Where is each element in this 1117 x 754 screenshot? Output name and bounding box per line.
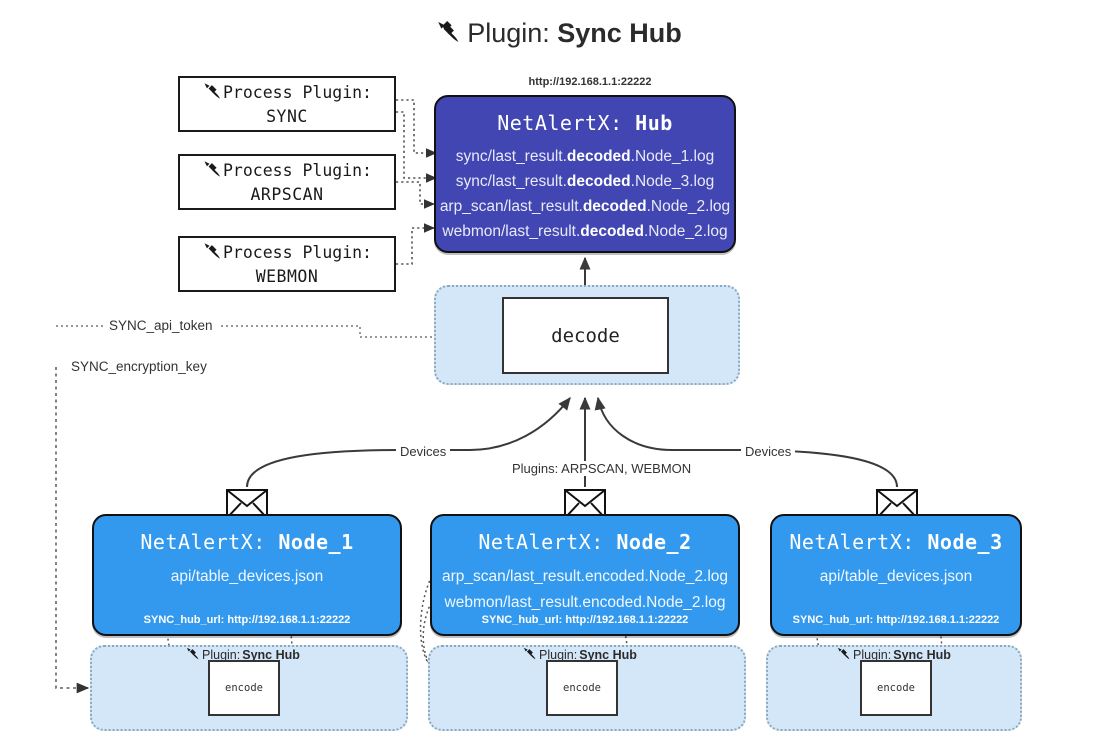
plug-icon bbox=[202, 81, 222, 107]
log-post: .Node_2.log bbox=[643, 223, 728, 240]
encoder-plugin-label-2: Plugin: Sync Hub bbox=[522, 646, 637, 664]
title-name: Sync Hub bbox=[557, 18, 682, 48]
node-hub-url: SYNC_hub_url: http://192.168.1.1:22222 bbox=[481, 614, 689, 626]
log-post: .Node_1.log bbox=[630, 148, 715, 165]
process-plugin-name: ARPSCAN bbox=[250, 184, 324, 204]
decode-box[interactable]: decode bbox=[502, 297, 669, 374]
plug-icon bbox=[185, 646, 200, 664]
hub-header: NetAlertX: Hub bbox=[436, 111, 734, 135]
plug-icon bbox=[202, 159, 222, 185]
node-file: webmon/last_result.encoded.Node_2.log bbox=[444, 594, 726, 611]
title-prefix: Plugin: bbox=[467, 18, 550, 48]
plug-icon bbox=[836, 646, 851, 664]
node-app-label: NetAlertX: bbox=[478, 530, 604, 554]
log-mid: decoded bbox=[566, 148, 631, 165]
hub-log-line: sync/last_result.decoded.Node_3.log bbox=[436, 169, 734, 194]
log-mid: decoded bbox=[580, 223, 644, 240]
envelope-icon bbox=[876, 489, 918, 519]
process-plugin-arpscan[interactable]: Process Plugin: ARPSCAN bbox=[178, 154, 396, 210]
process-plugin-sync[interactable]: Process Plugin: SYNC bbox=[178, 76, 396, 132]
wire-webmon-to-hublog4 bbox=[396, 223, 436, 265]
node-file-list: api/table_devices.json bbox=[94, 564, 400, 590]
plug-icon bbox=[202, 241, 222, 267]
encoder-name: Sync Hub bbox=[579, 648, 637, 662]
wire-node2-file1-bracket bbox=[419, 571, 435, 669]
envelope-icon bbox=[226, 489, 268, 519]
node-header: NetAlertX: Node_3 bbox=[772, 530, 1020, 554]
node-header: NetAlertX: Node_1 bbox=[94, 530, 400, 554]
encode-box-1[interactable]: encode bbox=[208, 660, 280, 716]
node-file-list: api/table_devices.json bbox=[772, 564, 1020, 590]
node-hub-url: SYNC_hub_url: http://192.168.1.1:22222 bbox=[792, 614, 1000, 626]
process-plugin-name: WEBMON bbox=[255, 266, 319, 286]
hub-node[interactable]: NetAlertX: Hub sync/last_result.decoded.… bbox=[434, 95, 736, 253]
edge-label-devices-left: Devices bbox=[396, 444, 451, 459]
node-file-list: arp_scan/last_result.encoded.Node_2.log … bbox=[432, 564, 738, 616]
plug-icon bbox=[435, 19, 461, 52]
encoder-prefix: Plugin: bbox=[539, 648, 578, 662]
log-post: .Node_2.log bbox=[646, 198, 731, 215]
encoder-container-2 bbox=[428, 645, 746, 731]
process-plugin-label: Process Plugin: bbox=[222, 161, 372, 181]
plug-icon bbox=[522, 646, 537, 664]
encoder-name: Sync Hub bbox=[893, 648, 951, 662]
node-file: api/table_devices.json bbox=[819, 568, 973, 585]
node-3[interactable]: NetAlertX: Node_3 api/table_devices.json… bbox=[770, 514, 1022, 636]
node-name: Node_1 bbox=[278, 530, 354, 554]
node-2[interactable]: NetAlertX: Node_2 arp_scan/last_result.e… bbox=[430, 514, 740, 636]
node-header: NetAlertX: Node_2 bbox=[432, 530, 738, 554]
sync-api-token-label: SYNC_api_token bbox=[104, 318, 218, 333]
log-post: .Node_3.log bbox=[630, 173, 715, 190]
log-pre: sync/last_result. bbox=[455, 148, 567, 165]
wire-node3-to-decode bbox=[594, 396, 898, 488]
envelope-icon bbox=[564, 489, 606, 519]
node-app-label: NetAlertX: bbox=[789, 530, 915, 554]
sync-encryption-key-label: SYNC_encryption_key bbox=[66, 359, 212, 374]
node-hub-url: SYNC_hub_url: http://192.168.1.1:22222 bbox=[143, 614, 351, 626]
encoder-name: Sync Hub bbox=[242, 648, 300, 662]
node-name: Node_3 bbox=[927, 530, 1003, 554]
hub-url-label: http://192.168.1.1:22222 bbox=[528, 76, 652, 88]
node-file: api/table_devices.json bbox=[170, 568, 324, 585]
encoder-prefix: Plugin: bbox=[202, 648, 241, 662]
wire-sync-to-hublog1 bbox=[396, 99, 438, 158]
encode-box-3[interactable]: encode bbox=[860, 660, 932, 716]
encoder-prefix: Plugin: bbox=[853, 648, 892, 662]
hub-log-list: sync/last_result.decoded.Node_1.log sync… bbox=[436, 144, 734, 244]
edge-label-devices-right: Devices bbox=[741, 444, 796, 459]
node-name: Node_2 bbox=[616, 530, 692, 554]
process-plugin-webmon[interactable]: Process Plugin: WEBMON bbox=[178, 236, 396, 292]
log-pre: webmon/last_result. bbox=[442, 223, 581, 240]
hub-log-line: webmon/last_result.decoded.Node_2.log bbox=[436, 219, 734, 244]
log-pre: arp_scan/last_result. bbox=[439, 198, 583, 215]
hub-log-line: arp_scan/last_result.decoded.Node_2.log bbox=[436, 194, 734, 219]
log-mid: decoded bbox=[566, 173, 631, 190]
encoder-container-1 bbox=[90, 645, 408, 731]
hub-name: Hub bbox=[635, 111, 673, 135]
encoder-plugin-label-3: Plugin: Sync Hub bbox=[836, 646, 951, 664]
log-pre: sync/last_result. bbox=[455, 173, 567, 190]
edge-label-plugins-center: Plugins: ARPSCAN, WEBMON bbox=[508, 461, 696, 476]
process-plugin-name: SYNC bbox=[266, 106, 308, 126]
wire-sync-to-hublog2 bbox=[396, 111, 438, 183]
node-app-label: NetAlertX: bbox=[140, 530, 266, 554]
node-1[interactable]: NetAlertX: Node_1 api/table_devices.json… bbox=[92, 514, 402, 636]
process-plugin-label: Process Plugin: bbox=[222, 83, 372, 103]
node-file: arp_scan/last_result.encoded.Node_2.log bbox=[441, 568, 729, 585]
page-title: Plugin: Sync Hub bbox=[0, 18, 1117, 52]
encoder-plugin-label-1: Plugin: Sync Hub bbox=[185, 646, 300, 664]
encode-box-2[interactable]: encode bbox=[546, 660, 618, 716]
hub-app-label: NetAlertX: bbox=[497, 111, 623, 135]
log-mid: decoded bbox=[582, 198, 647, 215]
wire-arpscan-to-hublog3 bbox=[396, 181, 436, 209]
process-plugin-label: Process Plugin: bbox=[222, 243, 372, 263]
hub-log-line: sync/last_result.decoded.Node_1.log bbox=[436, 144, 734, 169]
wire-encryption-key-to-encoders bbox=[55, 367, 90, 694]
